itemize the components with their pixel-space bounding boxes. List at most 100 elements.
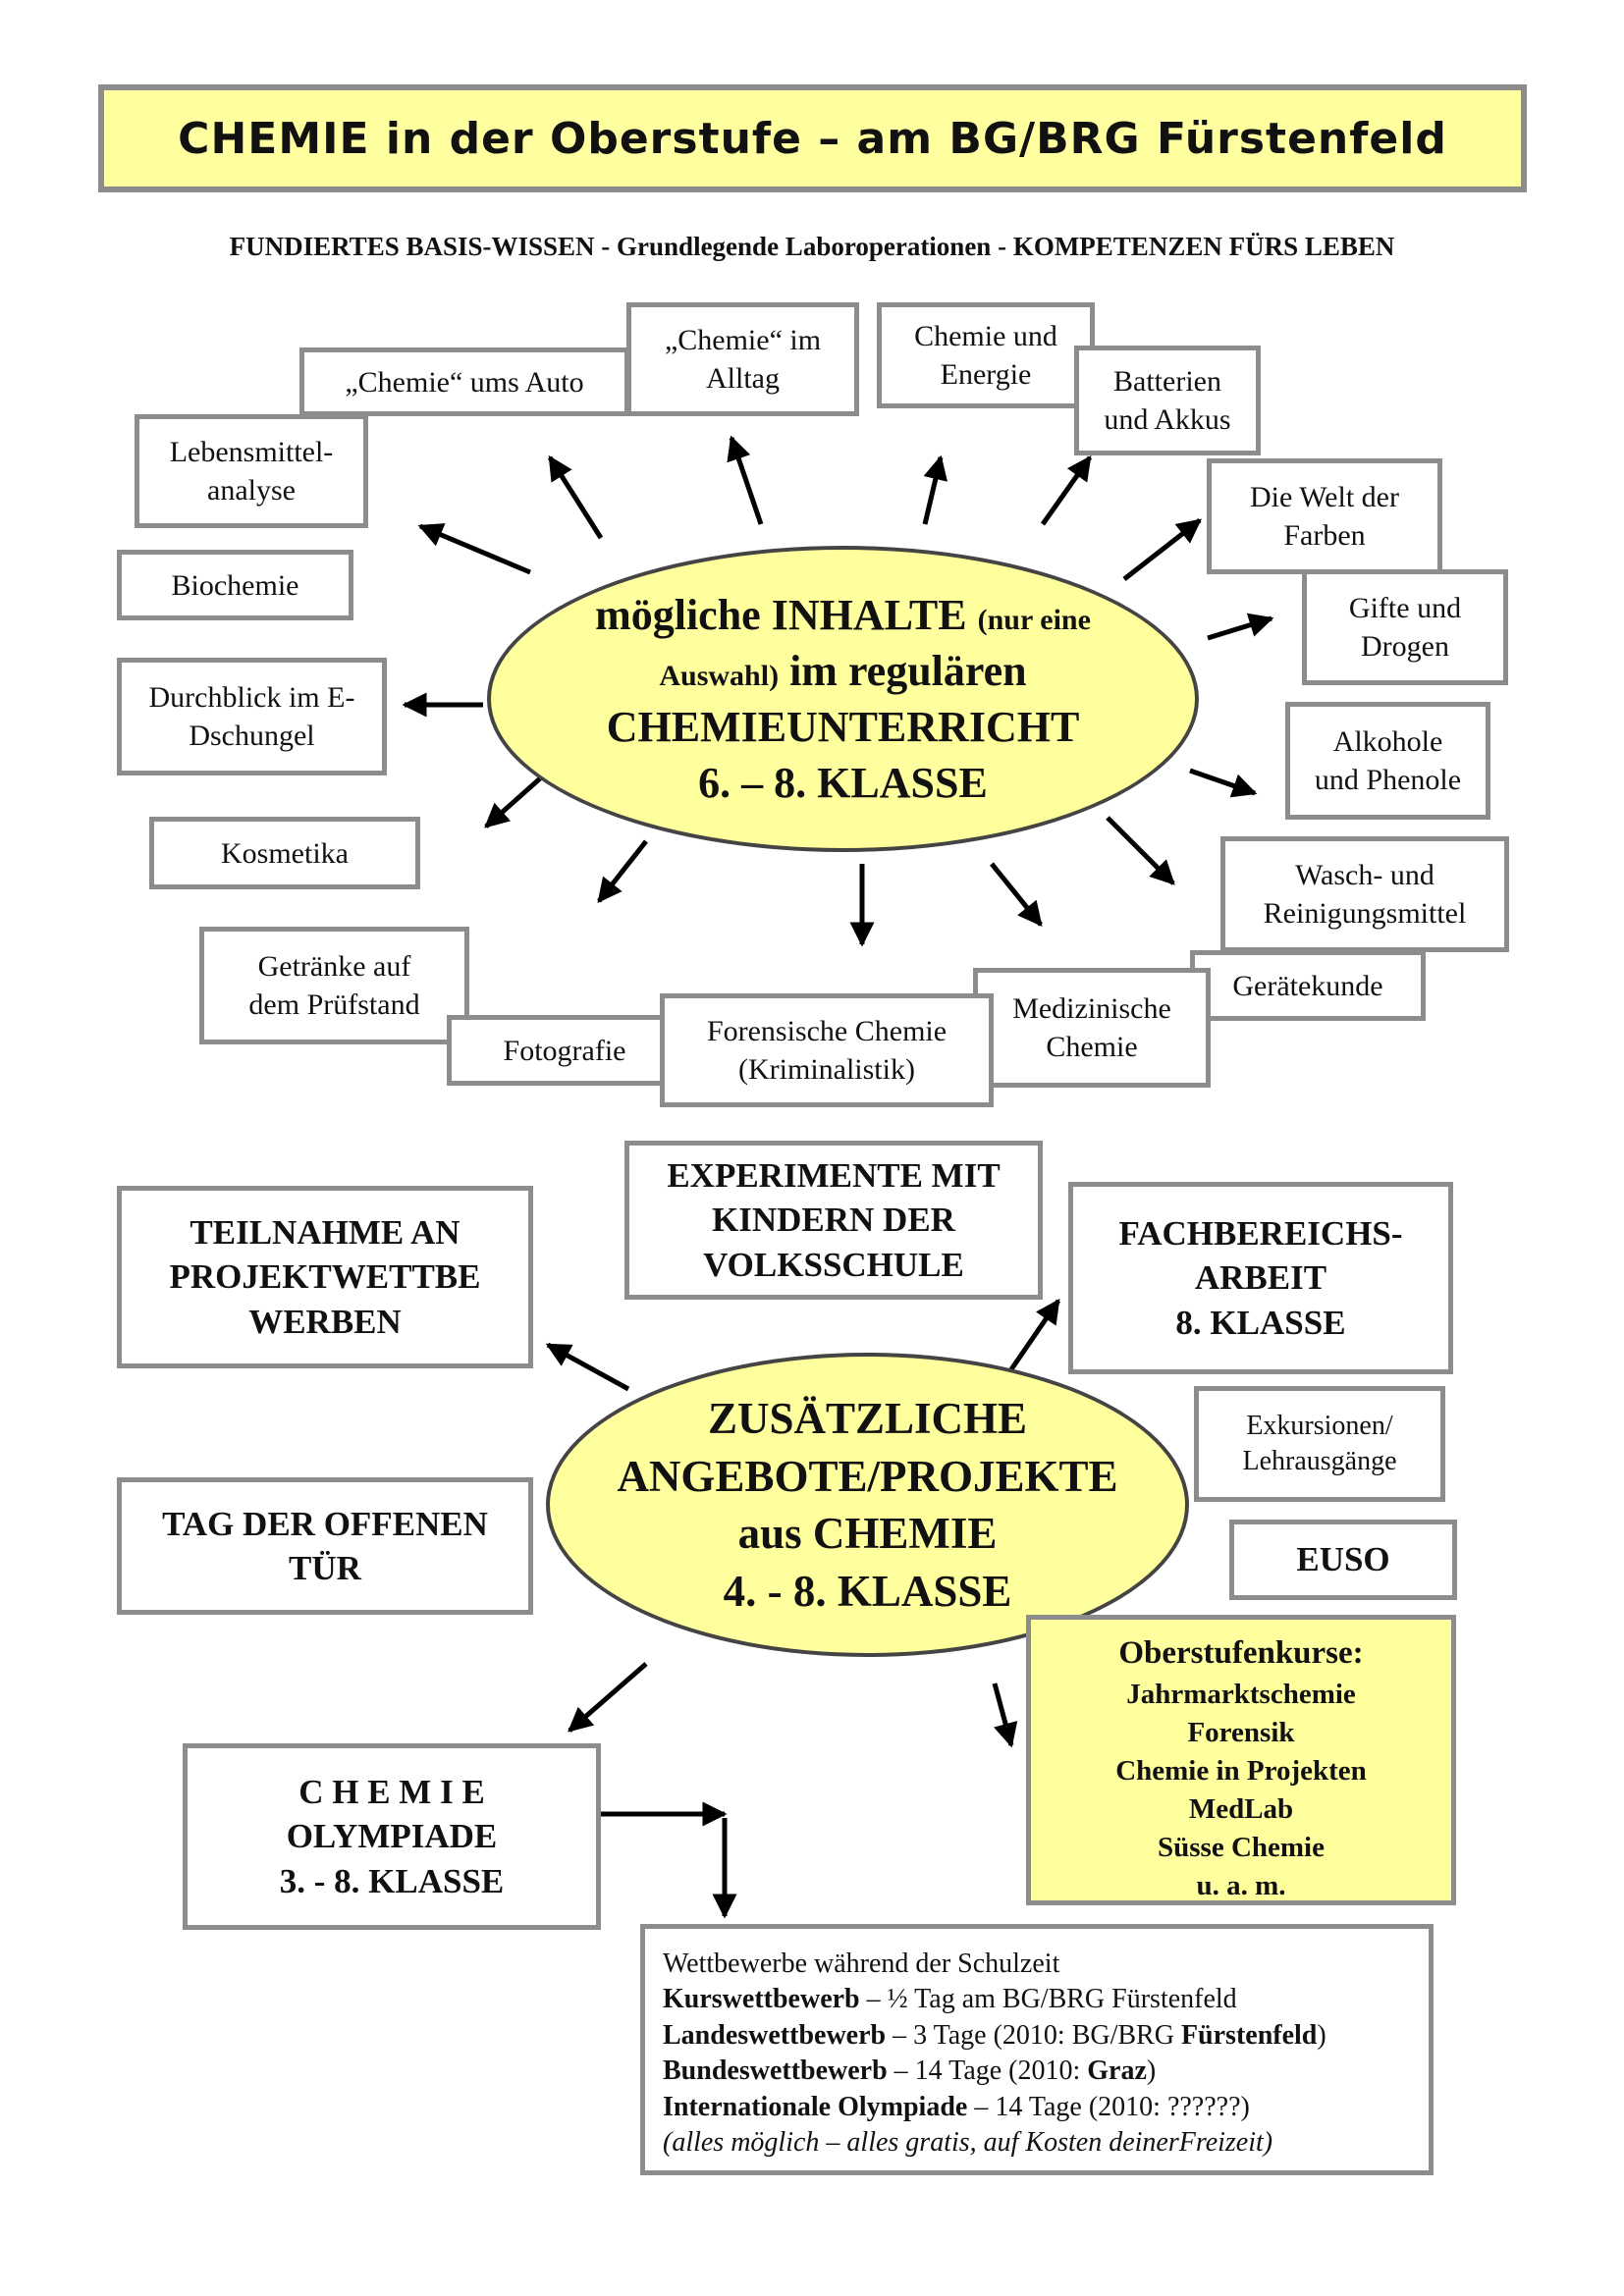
- text-projects-tag-1: TAG DER OFFENEN: [162, 1504, 488, 1543]
- text-wettbewerbe-bundes-b: Bundeswettbewerb: [663, 2056, 888, 2087]
- arrow-teilnahme: [545, 1342, 630, 1392]
- wettbewerb-international: Internationale Olympiade – 14 Tage (2010…: [663, 2090, 1429, 2125]
- wettbewerbe-note: (alles möglich – alles gratis, auf Koste…: [663, 2126, 1273, 2158]
- arrow-olympiade: [568, 1662, 648, 1733]
- arrow-batterien: [1040, 454, 1093, 526]
- text-projects-olympiade-1: C H E M I E: [298, 1772, 485, 1811]
- text-projects-fachbereich-1: FACHBEREICHS-: [1118, 1213, 1403, 1253]
- text-wettbewerbe-intl-b: Internationale Olympiade: [663, 2091, 968, 2122]
- text-wettbewerbe-landes-r1: – 3 Tage (2010: BG/BRG: [886, 2019, 1181, 2051]
- oberstufenkurs-item: u. a. m.: [1196, 1870, 1286, 1902]
- text-wettbewerbe-bundes-r2: ): [1146, 2056, 1157, 2087]
- arrow-fotografie: [597, 839, 648, 903]
- text-topics-gifte-2: Drogen: [1361, 630, 1449, 663]
- text-projects-experimente-2: KINDERN DER: [712, 1201, 955, 1240]
- text-wettbewerbe-landes-b2: Fürstenfeld: [1180, 2019, 1318, 2051]
- center-ellipse-zusaetzliche-angebote: ZUSÄTZLICHE ANGEBOTE/PROJEKTE aus CHEMIE…: [546, 1353, 1189, 1657]
- arrow-fachbereich: [1008, 1298, 1061, 1371]
- oberstufenkurse-box: Oberstufenkurse: Jahrmarktschemie Forens…: [1026, 1615, 1456, 1905]
- text-projects-tag-2: TÜR: [289, 1549, 361, 1587]
- arrow-kosmetika: [484, 770, 550, 828]
- topic-alkohole-und-phenole: Alkohole und Phenole: [1285, 702, 1490, 820]
- text-topics-gifte-1: Gifte und: [1348, 592, 1462, 624]
- text-projects-experimente-3: VOLKSSCHULE: [703, 1245, 964, 1284]
- topic-biochemie: Biochemie: [117, 550, 353, 620]
- text-projects-teilnahme-1: TEILNAHME AN: [189, 1212, 460, 1252]
- text-wettbewerbe-bundes-b2: Graz: [1087, 2056, 1147, 2087]
- text-topics-getraenke-1: Getränke auf: [257, 950, 411, 983]
- arrow-wasch: [1106, 816, 1175, 885]
- center1-line2b: im regulären: [789, 646, 1027, 695]
- text-wettbewerbe-kurs-r: – ½ Tag am BG/BRG Fürstenfeld: [859, 1984, 1237, 2015]
- text-topics-lebensmittel-2: analyse: [207, 474, 296, 507]
- topic-geraetekunde: Gerätekunde: [1190, 950, 1426, 1021]
- oberstufenkurse-heading: Oberstufenkurse:: [1118, 1635, 1364, 1671]
- oberstufenkurs-item: Jahrmarktschemie: [1126, 1678, 1356, 1710]
- arrow-farben: [1122, 518, 1202, 581]
- arrow-alkohole: [1189, 768, 1258, 798]
- arrow-medizinisch: [990, 862, 1043, 927]
- topic-lebensmittelanalyse: Lebensmittel-analyse: [135, 414, 368, 528]
- project-euso: EUSO: [1229, 1520, 1457, 1600]
- topic-fotografie: Fotografie: [447, 1015, 682, 1086]
- text-topics-batterien-1: Batterien: [1113, 365, 1221, 398]
- topic-kosmetika: Kosmetika: [149, 817, 420, 889]
- text-projects-teilnahme-2: PROJEKTWETTBE: [169, 1257, 481, 1297]
- oberstufenkurs-item: MedLab: [1188, 1792, 1294, 1825]
- center2-line4: 4. - 8. KLASSE: [723, 1566, 1012, 1616]
- text-wettbewerbe-landes-r2: ): [1317, 2019, 1326, 2051]
- text-topics-medizinisch-2: Chemie: [1046, 1031, 1138, 1063]
- text-topics-farben-1: Die Welt der: [1250, 481, 1399, 513]
- wettbewerb-bundes: Bundeswettbewerb – 14 Tage (2010: Graz): [663, 2054, 1429, 2089]
- project-teilnahme-projektwettbewerben: TEILNAHME AN PROJEKTWETTBE WERBEN: [117, 1186, 533, 1368]
- text-topics-batterien-2: und Akkus: [1104, 403, 1231, 436]
- text-topics-durchblick-1: Durchblick im E-: [148, 681, 355, 714]
- text-topics-farben-2: Farben: [1283, 519, 1366, 552]
- text-projects-exkursionen-2: Lehrausgänge: [1242, 1446, 1397, 1476]
- text-projects-exkursionen-1: Exkursionen/: [1246, 1410, 1393, 1441]
- wettbewerbe-box: Wettbewerbe während der Schulzeit Kurswe…: [640, 1924, 1434, 2175]
- text-topics-lebensmittel-1: Lebensmittel-: [169, 436, 334, 468]
- text-wettbewerbe-bundes-r1: – 14 Tage (2010:: [887, 2056, 1088, 2087]
- text-projects-teilnahme-3: WERBEN: [248, 1302, 402, 1341]
- center2-line3: aus CHEMIE: [737, 1509, 998, 1558]
- center-ellipse-inhalte: mögliche INHALTE (nur eine Auswahl) im r…: [487, 546, 1199, 852]
- text-topics-energie-1: Chemie und: [914, 320, 1057, 352]
- page-title: CHEMIE in der Oberstufe – am BG/BRG Fürs…: [98, 84, 1527, 192]
- oberstufenkurs-item: Chemie in Projekten: [1115, 1754, 1367, 1787]
- text-topics-wasch-1: Wasch- und: [1295, 859, 1435, 891]
- text-topics-alkohole-2: und Phenole: [1314, 764, 1462, 796]
- text-topics-geraetekunde: Gerätekunde: [1232, 969, 1383, 1002]
- project-tag-der-offenen-tuer: TAG DER OFFENEN TÜR: [117, 1477, 533, 1615]
- project-fachbereichsarbeit: FACHBEREICHS- ARBEIT 8. KLASSE: [1068, 1182, 1453, 1374]
- wettbewerb-kurs: Kurswettbewerb – ½ Tag am BG/BRG Fürsten…: [663, 1982, 1429, 2017]
- text-wettbewerbe-landes-b: Landeswettbewerb: [663, 2019, 887, 2051]
- center1-line3: CHEMIEUNTERRICHT: [606, 703, 1080, 751]
- oberstufenkurs-item: Süsse Chemie: [1158, 1832, 1325, 1864]
- text-topics-alkohole-1: Alkohole: [1332, 725, 1443, 758]
- text-topics-forensisch-2: (Kriminalistik): [738, 1053, 915, 1086]
- center2-line1: ZUSÄTZLICHE: [707, 1394, 1028, 1443]
- arrow-lebensmittel: [417, 523, 531, 575]
- topic-durchblick-e-dschungel: Durchblick im E-Dschungel: [117, 658, 387, 775]
- center1-line2a: Auswahl): [659, 659, 780, 692]
- subtitle: FUNDIERTES BASIS-WISSEN - Grundlegende L…: [229, 232, 1395, 261]
- text-projects-fachbereich-3: 8. KLASSE: [1175, 1303, 1346, 1342]
- text-topics-wasch-2: Reinigungsmittel: [1263, 897, 1467, 930]
- topic-batterien-und-akkus: Batterien und Akkus: [1074, 346, 1261, 455]
- arrow-alltag: [727, 435, 764, 525]
- arrow-oberstufe: [992, 1682, 1018, 1748]
- text-topics-forensisch-1: Forensische Chemie: [706, 1015, 947, 1047]
- text-projects-olympiade-3: 3. - 8. KLASSE: [279, 1861, 505, 1900]
- center1-line4: 6. – 8. KLASSE: [698, 759, 988, 808]
- text-topics-alltag-2: Alltag: [706, 362, 780, 395]
- text-projects-fachbereich-2: ARBEIT: [1194, 1258, 1327, 1298]
